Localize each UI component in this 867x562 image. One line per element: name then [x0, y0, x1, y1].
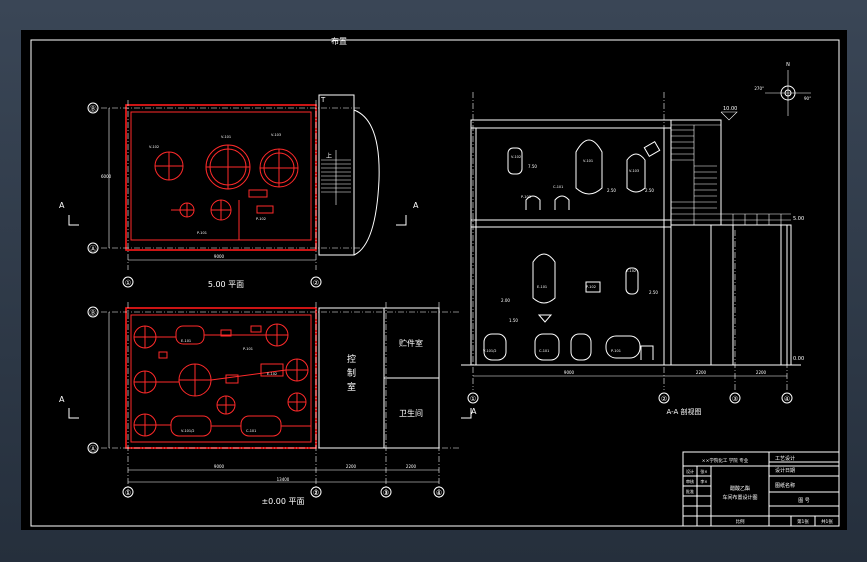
spare-parts-room-label: 贮件室 — [399, 338, 423, 348]
svg-text:审核: 审核 — [686, 478, 694, 484]
svg-text:上: 上 — [326, 152, 332, 160]
section-title: A-A 剖视图 — [666, 407, 701, 416]
svg-text:9000: 9000 — [214, 254, 225, 259]
drawing-canvas: 布置 9000 6000 V-102 V-101 V-103 P-1 — [21, 30, 847, 530]
svg-text:2200: 2200 — [406, 464, 417, 469]
svg-text:9000: 9000 — [214, 464, 225, 469]
svg-text:2.50: 2.50 — [645, 188, 654, 193]
svg-text:A: A — [59, 201, 65, 210]
svg-text:270°: 270° — [754, 86, 764, 91]
toilet-room-label: 卫生间 — [399, 408, 423, 418]
svg-text:工艺设计: 工艺设计 — [775, 455, 795, 462]
svg-text:0.00: 0.00 — [793, 356, 804, 362]
svg-text:Ⓑ: Ⓑ — [90, 309, 97, 317]
north-arrow: N 270° 90° — [754, 62, 811, 116]
svg-text:V-101/2: V-101/2 — [483, 349, 497, 353]
svg-text:V-102: V-102 — [149, 145, 159, 149]
svg-text:A: A — [413, 201, 419, 210]
upper-plan-title: 5.00 平面 — [208, 280, 244, 289]
svg-text:C-101: C-101 — [553, 185, 563, 189]
svg-text:②: ② — [313, 279, 319, 287]
upper-plan: 9000 6000 V-102 V-101 V-103 P-101 P-102 — [59, 94, 419, 289]
svg-text:④: ④ — [784, 395, 790, 403]
svg-text:设计日期: 设计日期 — [775, 467, 795, 474]
svg-text:9000: 9000 — [564, 370, 575, 375]
svg-text:V-103: V-103 — [271, 133, 281, 137]
svg-text:13400: 13400 — [277, 477, 290, 482]
svg-text:2.50: 2.50 — [649, 290, 658, 295]
svg-text:V-103: V-103 — [629, 169, 639, 173]
svg-text:P-103: P-103 — [521, 195, 531, 199]
svg-text:2.50: 2.50 — [607, 188, 616, 193]
svg-text:图纸名称: 图纸名称 — [775, 482, 795, 489]
svg-text:2200: 2200 — [346, 464, 357, 469]
svg-text:P-101: P-101 — [197, 231, 207, 235]
svg-text:批准: 批准 — [686, 488, 694, 494]
svg-text:P-102: P-102 — [586, 285, 596, 289]
lower-plan-title: ±0.00 平面 — [261, 497, 304, 506]
svg-text:E-101: E-101 — [181, 339, 191, 343]
svg-text:C-101: C-101 — [539, 349, 549, 353]
svg-text:V-101: V-101 — [583, 159, 593, 163]
svg-text:②: ② — [313, 489, 319, 497]
svg-text:A: A — [471, 407, 477, 416]
svg-text:E-101: E-101 — [537, 285, 547, 289]
svg-text:①: ① — [125, 489, 131, 497]
svg-text:N: N — [786, 62, 790, 68]
svg-text:醋酸乙酯: 醋酸乙酯 — [730, 485, 750, 492]
svg-text:②: ② — [661, 395, 667, 403]
svg-text:V-101/2: V-101/2 — [181, 429, 195, 433]
svg-text:设计: 设计 — [686, 468, 694, 474]
svg-text:P-102: P-102 — [256, 217, 266, 221]
staircase-section — [671, 125, 791, 225]
svg-text:E-102: E-102 — [626, 269, 636, 273]
svg-text:③: ③ — [383, 489, 389, 497]
drawing-frame — [30, 39, 840, 527]
svg-text:A: A — [59, 395, 65, 404]
svg-text:7.50: 7.50 — [528, 164, 537, 169]
lower-plan: 9000 2200 2200 13400 E-101 P-101 E-102 C… — [59, 302, 477, 506]
svg-text:①: ① — [470, 395, 476, 403]
section-view: V-102 V-101 V-103 P-103 C-101 E-101 P-10… — [461, 92, 804, 416]
svg-text:共1张: 共1张 — [821, 518, 833, 525]
svg-text:第1张: 第1张 — [797, 518, 809, 525]
svg-text:Ⓐ: Ⓐ — [90, 245, 97, 253]
svg-text:Ⓑ: Ⓑ — [90, 105, 97, 113]
svg-text:2.00: 2.00 — [501, 298, 510, 303]
cad-drawing: 布置 9000 6000 V-102 V-101 V-103 P-1 — [30, 36, 840, 527]
title-block: ××学院化工 学院 专业 工艺设计 设计日期 图纸名称 设计 审核 批准 张× … — [682, 451, 840, 527]
svg-text:T: T — [320, 96, 326, 104]
svg-text:V-102: V-102 — [511, 155, 521, 159]
svg-text:C-101: C-101 — [246, 429, 256, 433]
control-room-label: 控制室 — [347, 353, 356, 393]
header-title: 布置 — [331, 36, 347, 46]
svg-text:5.00: 5.00 — [793, 216, 804, 222]
svg-text:比例: 比例 — [736, 518, 745, 525]
svg-text:图 号: 图 号 — [798, 498, 810, 504]
svg-text:P-101: P-101 — [243, 347, 253, 351]
svg-text:张×: 张× — [700, 468, 707, 474]
svg-text:Ⓐ: Ⓐ — [90, 445, 97, 453]
svg-text:V-101: V-101 — [221, 135, 231, 139]
svg-text:××学院化工 学院 专业: ××学院化工 学院 专业 — [702, 457, 749, 464]
svg-text:1.50: 1.50 — [509, 318, 518, 323]
svg-text:2200: 2200 — [756, 370, 767, 375]
svg-text:6000: 6000 — [101, 174, 112, 179]
svg-text:10.00: 10.00 — [723, 106, 737, 112]
svg-text:①: ① — [125, 279, 131, 287]
svg-text:2200: 2200 — [696, 370, 707, 375]
svg-text:E-102: E-102 — [267, 372, 277, 376]
svg-text:车间布置设计图: 车间布置设计图 — [722, 494, 757, 501]
svg-text:李×: 李× — [700, 478, 707, 484]
svg-text:P-101: P-101 — [611, 349, 621, 353]
svg-text:③: ③ — [732, 395, 738, 403]
svg-text:④: ④ — [436, 489, 442, 497]
svg-text:90°: 90° — [804, 96, 811, 101]
